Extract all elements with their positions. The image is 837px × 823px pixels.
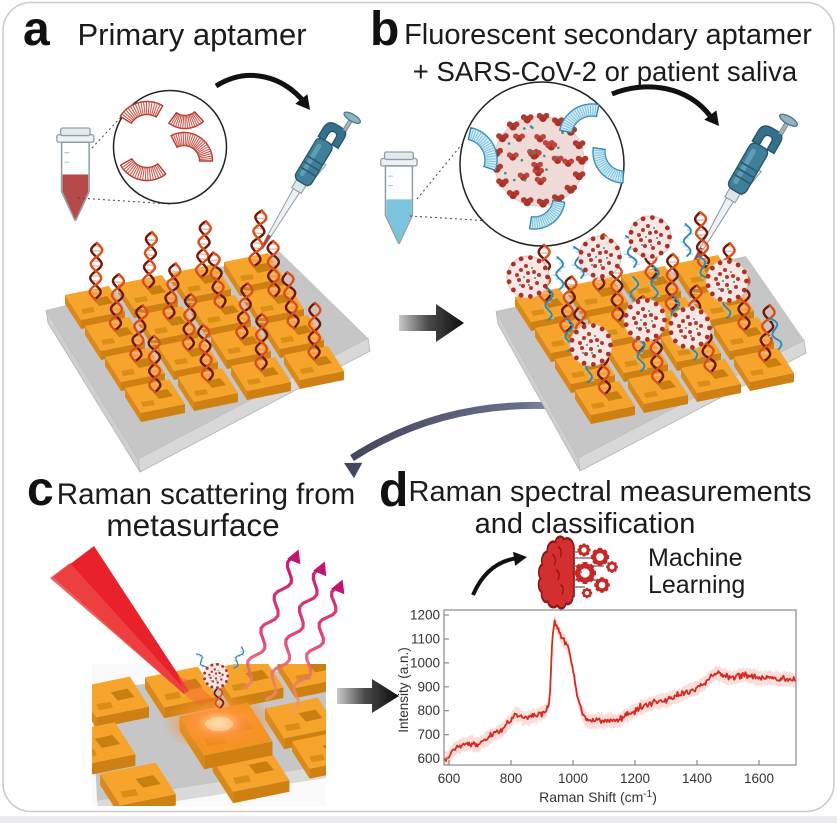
svg-text:600: 600 bbox=[438, 771, 461, 786]
svg-text:1600: 1600 bbox=[744, 771, 774, 786]
svg-text:1000: 1000 bbox=[558, 771, 588, 786]
svg-text:Learning: Learning bbox=[648, 571, 745, 599]
svg-text:Raman scattering from: Raman scattering from bbox=[57, 478, 355, 511]
svg-text:800: 800 bbox=[417, 703, 440, 718]
svg-text:700: 700 bbox=[417, 727, 440, 742]
svg-text:Fluorescent secondary aptamer: Fluorescent secondary aptamer bbox=[404, 19, 812, 51]
svg-text:1400: 1400 bbox=[682, 771, 712, 786]
svg-text:metasurface: metasurface bbox=[106, 507, 279, 543]
svg-text:b: b bbox=[370, 3, 399, 56]
svg-text:Raman spectral measurements: Raman spectral measurements bbox=[409, 476, 812, 508]
svg-text:+ SARS-CoV-2 or patient saliva: + SARS-CoV-2 or patient saliva bbox=[413, 56, 798, 87]
svg-text:Intensity (a.n.): Intensity (a.n.) bbox=[396, 647, 411, 733]
svg-text:1200: 1200 bbox=[410, 608, 440, 623]
svg-text:1100: 1100 bbox=[411, 632, 440, 647]
svg-text:Raman Shift (cm-1): Raman Shift (cm-1) bbox=[539, 789, 657, 806]
svg-text:a: a bbox=[23, 3, 50, 56]
svg-text:800: 800 bbox=[500, 771, 523, 786]
svg-text:Primary aptamer: Primary aptamer bbox=[77, 17, 306, 52]
svg-text:600: 600 bbox=[417, 751, 440, 766]
svg-text:900: 900 bbox=[417, 679, 440, 694]
svg-text:d: d bbox=[379, 464, 408, 517]
svg-text:Machine: Machine bbox=[648, 544, 743, 572]
svg-text:1200: 1200 bbox=[620, 771, 650, 786]
svg-text:and classification: and classification bbox=[475, 508, 696, 540]
svg-text:c: c bbox=[27, 463, 54, 516]
svg-text:1000: 1000 bbox=[410, 655, 440, 670]
